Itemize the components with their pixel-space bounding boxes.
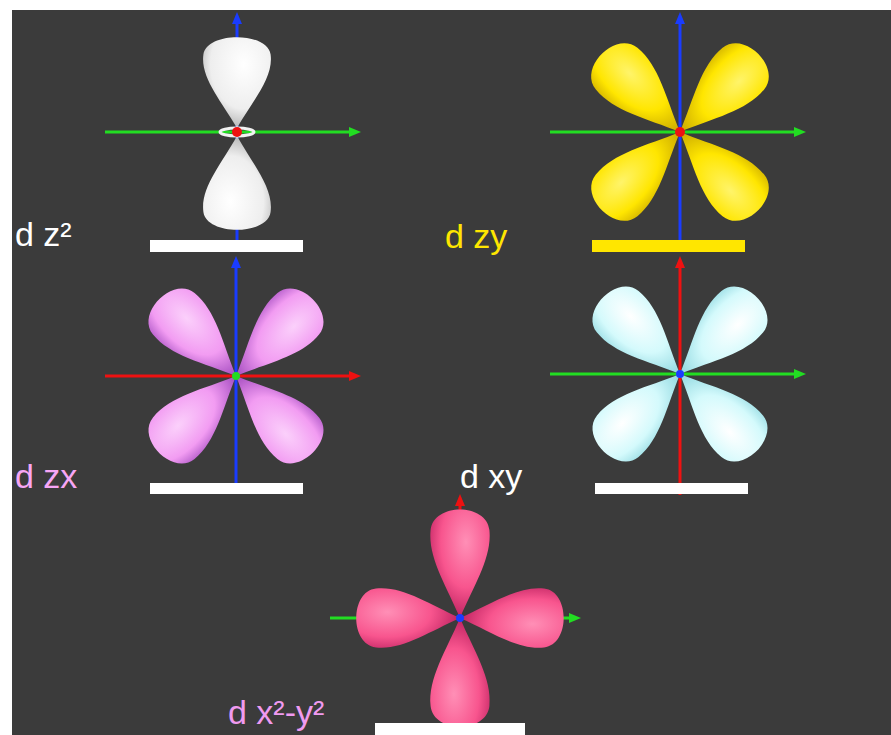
orbital-label: d x²-y² [228, 694, 324, 731]
orbital-label: d xy [460, 458, 522, 495]
orbital-label: d zy [445, 218, 507, 255]
dz2-orbital [105, 18, 355, 252]
dx2y2-orbital [330, 500, 575, 735]
dzx-orbital [105, 262, 355, 494]
dzy-orbital [550, 18, 800, 252]
dxy-orbital [550, 262, 800, 495]
orbital-label: d zx [15, 458, 77, 495]
background-panel [12, 10, 891, 735]
orbital-label: d z² [15, 216, 72, 253]
